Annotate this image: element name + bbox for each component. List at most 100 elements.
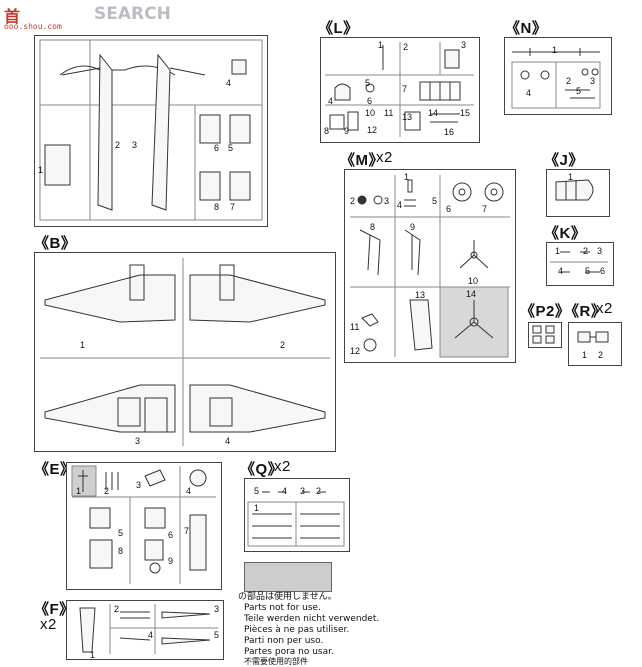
part-number: 3 [132, 140, 138, 150]
part-number: 2 [598, 350, 604, 360]
part-number: 2 [114, 604, 120, 614]
part-number: 6 [168, 530, 174, 540]
part-number: 1 [378, 40, 384, 50]
part-number: 2 [280, 340, 286, 350]
part-number: 5 [254, 486, 260, 496]
watermark-url: ooo.shou.com [4, 22, 62, 31]
part-number: 12 [350, 346, 361, 356]
part-number: 3 [300, 486, 306, 496]
part-number: 14 [466, 289, 477, 299]
part-number: 1 [552, 45, 558, 55]
part-number: 5 [576, 86, 582, 96]
part-number: 10 [365, 108, 376, 118]
part-number: 1 [76, 486, 82, 496]
part-number: 3 [135, 436, 141, 446]
part-number: 4 [186, 486, 192, 496]
part-number: 16 [444, 127, 455, 137]
part-number: 2 [566, 76, 572, 86]
part-number: 11 [384, 108, 394, 118]
part-number: 9 [410, 222, 416, 232]
frame-label-e: 《E》 [34, 461, 76, 478]
not-for-use-swatch [244, 562, 332, 592]
frame-label-q: 《Q》 [240, 461, 284, 478]
part-number: 13 [415, 290, 426, 300]
part-number: 1 [568, 172, 574, 182]
watermark-logo: 首 [4, 7, 21, 26]
part-number: 3 [384, 196, 390, 206]
frame-multiplier-q: x2 [274, 458, 291, 475]
part-number: 11 [350, 322, 360, 332]
part-number: 8 [118, 546, 124, 556]
frame-label-f: 《F》 [34, 601, 75, 618]
part-number: 6 [214, 143, 220, 153]
part-number: 2 [115, 140, 121, 150]
part-number: 5 [228, 143, 234, 153]
frame-multiplier-f: x2 [40, 616, 57, 633]
part-number: 4 [526, 88, 532, 98]
part-number: 14 [428, 108, 439, 118]
watermark-brand: SEARCH [94, 4, 171, 24]
part-number: 3 [461, 40, 467, 50]
part-number: 2 [403, 42, 409, 52]
part-number: 1 [254, 503, 260, 513]
part-number: 1 [582, 350, 588, 360]
part-number: 15 [460, 108, 471, 118]
part-number: 1 [555, 246, 561, 256]
part-number: 1 [38, 165, 44, 175]
legend-line-it: Parti non per uso. [244, 636, 324, 646]
part-number: 7 [184, 526, 190, 536]
legend-line-de: Teile werden nicht verwendet. [244, 614, 380, 624]
frame-multiplier-m: x2 [376, 149, 393, 166]
part-number: 2 [350, 196, 356, 206]
part-number: 12 [367, 125, 378, 135]
parts-frame-n [504, 37, 612, 115]
part-number: 6 [367, 96, 373, 106]
frame-multiplier-r: x2 [596, 300, 613, 317]
legend-line-zh: 不需要使用的部件 [244, 657, 308, 666]
part-number: 6 [446, 204, 452, 214]
part-number: 7 [402, 84, 408, 94]
part-number: 2 [104, 486, 110, 496]
part-number: 3 [590, 76, 596, 86]
frame-label-j: 《J》 [544, 152, 584, 169]
frame-label-b: 《B》 [34, 235, 77, 252]
part-number: 4 [148, 630, 154, 640]
parts-frame-r [568, 322, 622, 366]
frame-label-m: 《M》 [340, 152, 384, 169]
part-number: 5 [585, 266, 591, 276]
part-number: 4 [397, 200, 403, 210]
part-number: 1 [404, 172, 410, 182]
part-number: 7 [482, 204, 488, 214]
part-number: 2 [583, 246, 589, 256]
part-number: 10 [468, 276, 479, 286]
part-number: 3 [136, 480, 142, 490]
part-number: 13 [402, 112, 413, 122]
frame-label-p2: 《P2》 [520, 303, 571, 320]
part-number: 9 [344, 126, 350, 136]
frame-label-n: 《N》 [505, 20, 548, 37]
part-number: 7 [230, 202, 236, 212]
legend-line-ja: の部品は使用しません。 [238, 592, 337, 602]
legend-line-es: Partes pora no usar. [244, 647, 334, 657]
part-number: 8 [324, 126, 330, 136]
part-number: 4 [282, 486, 288, 496]
part-number: 3 [214, 604, 220, 614]
parts-frame-q [244, 478, 350, 552]
parts-frame-a [34, 35, 268, 227]
part-number: 6 [600, 266, 606, 276]
part-number: 5 [118, 528, 124, 538]
frame-label-r: 《R》 [564, 303, 607, 320]
part-number: 4 [225, 436, 231, 446]
frame-label-l: 《L》 [318, 20, 359, 37]
part-number: 3 [597, 246, 603, 256]
part-number: 4 [226, 78, 232, 88]
